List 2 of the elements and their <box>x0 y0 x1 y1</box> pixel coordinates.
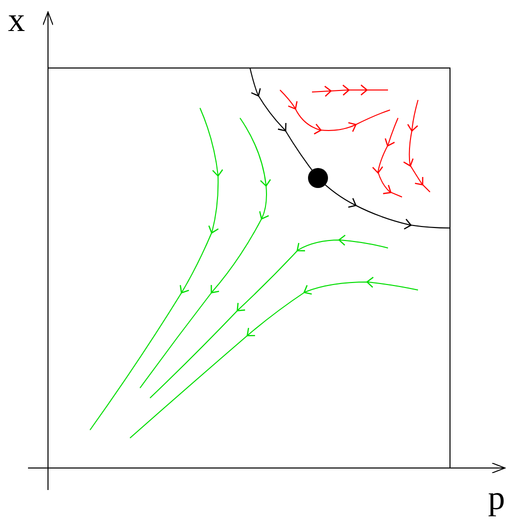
axis-label: p <box>488 482 505 516</box>
axis-label: x <box>8 4 25 38</box>
